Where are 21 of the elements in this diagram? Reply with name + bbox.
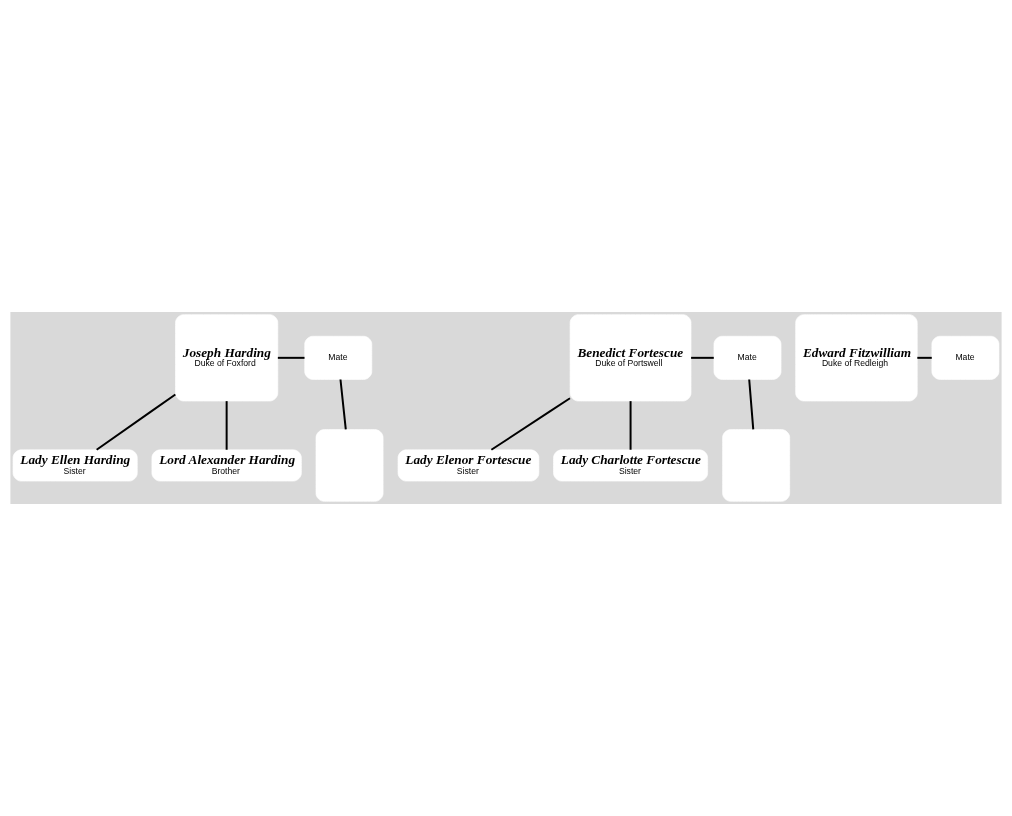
connector [916,356,933,359]
connector [748,378,755,431]
connector [225,400,228,451]
node-box: Lord Alexander Harding Brother [151,449,302,482]
node-box: Mate [713,335,782,380]
node-box: Lady Ellen Harding Sister [12,449,138,482]
connector [629,400,632,451]
node-box: Benedict Fortescue Duke of Portswell [569,314,692,402]
connector [95,393,177,451]
node-box: Edward Fitzwilliam Duke of Redleigh [795,314,918,402]
node-box: Joseph Harding Duke of Foxford [175,314,279,402]
node-box [722,429,790,502]
node-box: Lady Charlotte Fortescue Sister [553,449,708,482]
connector [490,397,571,451]
connector [276,356,306,359]
node-box: Mate [304,335,373,380]
node-box [315,429,384,502]
connector [339,378,347,431]
connector [690,356,715,359]
node-box: Mate [931,335,1000,380]
node-box: Lady Elenor Fortescue Sister [397,449,540,482]
